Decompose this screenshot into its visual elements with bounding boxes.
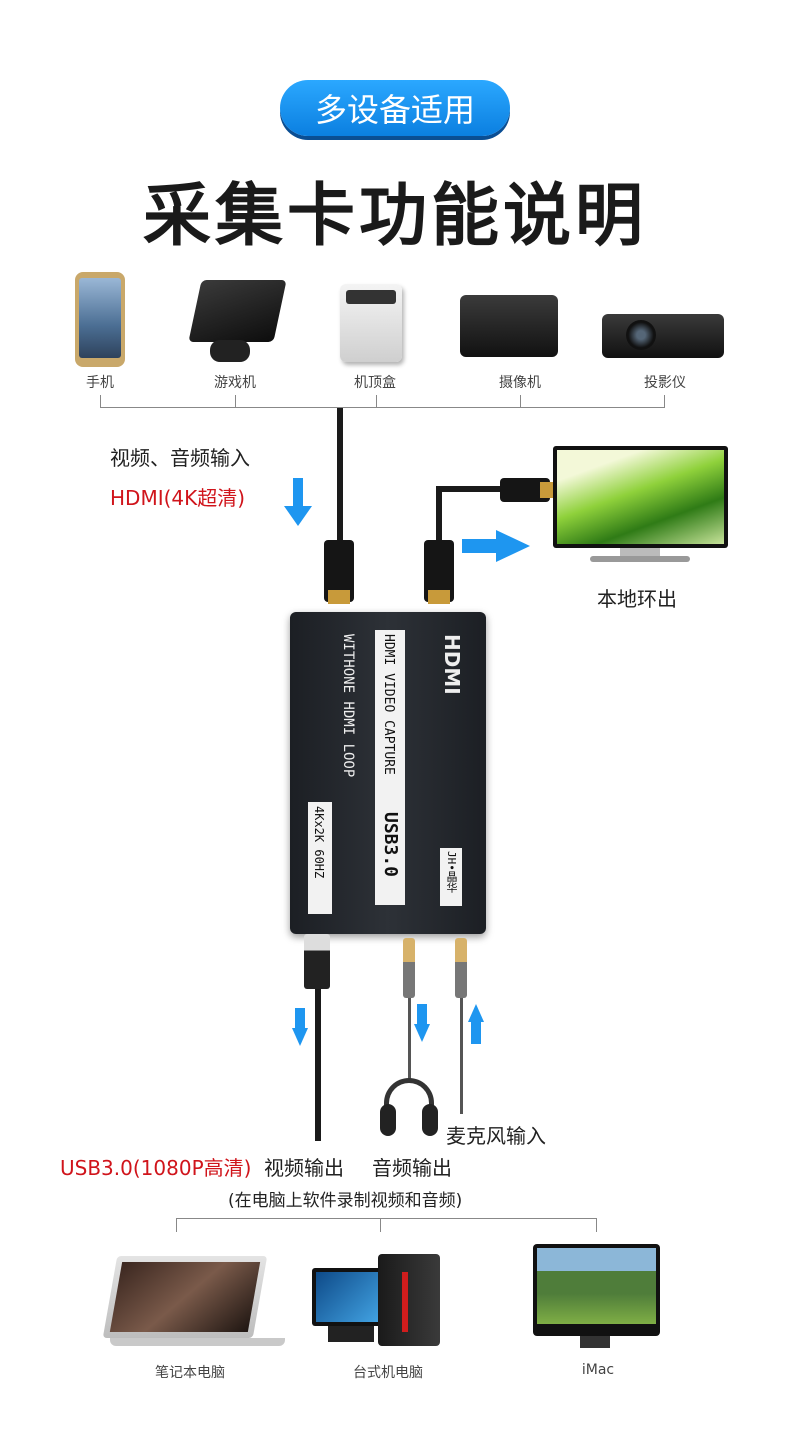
hdmi-plug-icon <box>424 540 454 604</box>
card-label-strip: HDMI VIDEO CAPTURE <box>375 630 405 905</box>
bracket-tick <box>664 395 665 408</box>
desktop-monitor-image <box>312 1268 390 1326</box>
video-out-label: 视频输出 <box>264 1156 344 1180</box>
camcorder-image <box>460 295 558 357</box>
input-hdmi-label: HDMI(4K超清) <box>110 486 246 510</box>
hdmi-plug-icon <box>500 478 554 502</box>
hdmi-plug-icon <box>324 540 354 604</box>
game-console-image <box>188 280 287 342</box>
set-top-box-image <box>340 284 402 362</box>
mic-arrow-shaft <box>471 1022 481 1044</box>
badge: 多设备适用 <box>280 80 510 136</box>
bracket-tick <box>235 395 236 408</box>
desktop-tower-image <box>378 1254 440 1346</box>
hdmi-input-cable <box>337 408 343 558</box>
computer-label-laptop: 笔记本电脑 <box>155 1365 225 1381</box>
mic-in-label: 麦克风输入 <box>446 1124 546 1148</box>
usb-plug-icon <box>304 934 330 989</box>
mic-cable <box>460 998 463 1114</box>
device-label-stb: 机顶盒 <box>354 375 396 391</box>
usb-cable <box>315 989 321 1141</box>
bracket-tick <box>100 395 101 408</box>
device-label-camera: 摄像机 <box>499 375 541 391</box>
card-brand: HDMI <box>440 634 464 695</box>
audio-out-label: 音频输出 <box>372 1156 452 1180</box>
phone-image <box>75 272 125 367</box>
headphones-icon <box>380 1078 438 1138</box>
projector-image <box>602 314 724 358</box>
output-note: (在电脑上软件录制视频和音频) <box>228 1191 463 1211</box>
bracket-line <box>176 1218 597 1219</box>
audio-cable <box>408 998 411 1082</box>
controller-image <box>210 340 250 362</box>
card-line-b: WITHONE HDMI LOOP <box>340 634 356 778</box>
card-usb: USB3.0 <box>380 812 401 878</box>
hdmi-loop-cable <box>436 486 442 546</box>
monitor-stand <box>620 548 660 558</box>
device-label-console: 游戏机 <box>214 375 256 391</box>
laptop-base <box>110 1338 285 1346</box>
page-title: 采集卡功能说明 <box>142 177 647 256</box>
usb-arrow-shaft <box>295 1008 305 1030</box>
bracket-tick <box>380 1218 381 1232</box>
card-logo: JH•晶华 <box>445 851 458 893</box>
computer-label-imac: iMac <box>581 1362 615 1378</box>
usb-output-label: USB3.0(1080P高清) <box>60 1156 252 1180</box>
monitor-base <box>590 556 690 562</box>
card-line-a: HDMI VIDEO CAPTURE <box>381 634 396 775</box>
device-label-projector: 投影仪 <box>644 375 686 391</box>
device-label-phone: 手机 <box>86 375 114 391</box>
hdmi-loop-cable <box>436 486 502 492</box>
arrow-down-icon <box>284 506 312 526</box>
laptop-image <box>102 1256 268 1338</box>
loop-out-label: 本地环出 <box>597 587 677 611</box>
bracket-tick <box>596 1218 597 1232</box>
loop-arrow-shaft <box>462 539 498 553</box>
imac-stand <box>580 1336 610 1348</box>
imac-image <box>533 1244 660 1336</box>
arrow-right-icon <box>496 530 530 562</box>
arrow-down-icon <box>292 1028 308 1046</box>
audio-jack-icon <box>403 938 415 998</box>
computer-label-desktop: 台式机电脑 <box>353 1365 423 1381</box>
arrow-down-icon <box>414 1024 430 1042</box>
input-arrow-shaft <box>293 478 303 508</box>
desktop-stand <box>328 1326 374 1342</box>
bracket-tick <box>520 395 521 408</box>
monitor-image <box>553 446 728 548</box>
bracket-tick <box>376 395 377 408</box>
audio-jack-icon <box>455 938 467 998</box>
bracket-line <box>100 407 665 408</box>
input-label: 视频、音频输入 <box>110 446 250 470</box>
arrow-up-icon <box>468 1004 484 1022</box>
capture-card: HDMI HDMI VIDEO CAPTURE USB3.0 WITHONE H… <box>290 612 486 934</box>
bracket-tick <box>176 1218 177 1232</box>
card-res-box: 4Kx2K 60HZ <box>308 802 332 914</box>
card-logo-box: JH•晶华 <box>440 848 462 906</box>
audio-arrow-shaft <box>417 1004 427 1026</box>
card-res: 4Kx2K 60HZ <box>312 806 326 879</box>
